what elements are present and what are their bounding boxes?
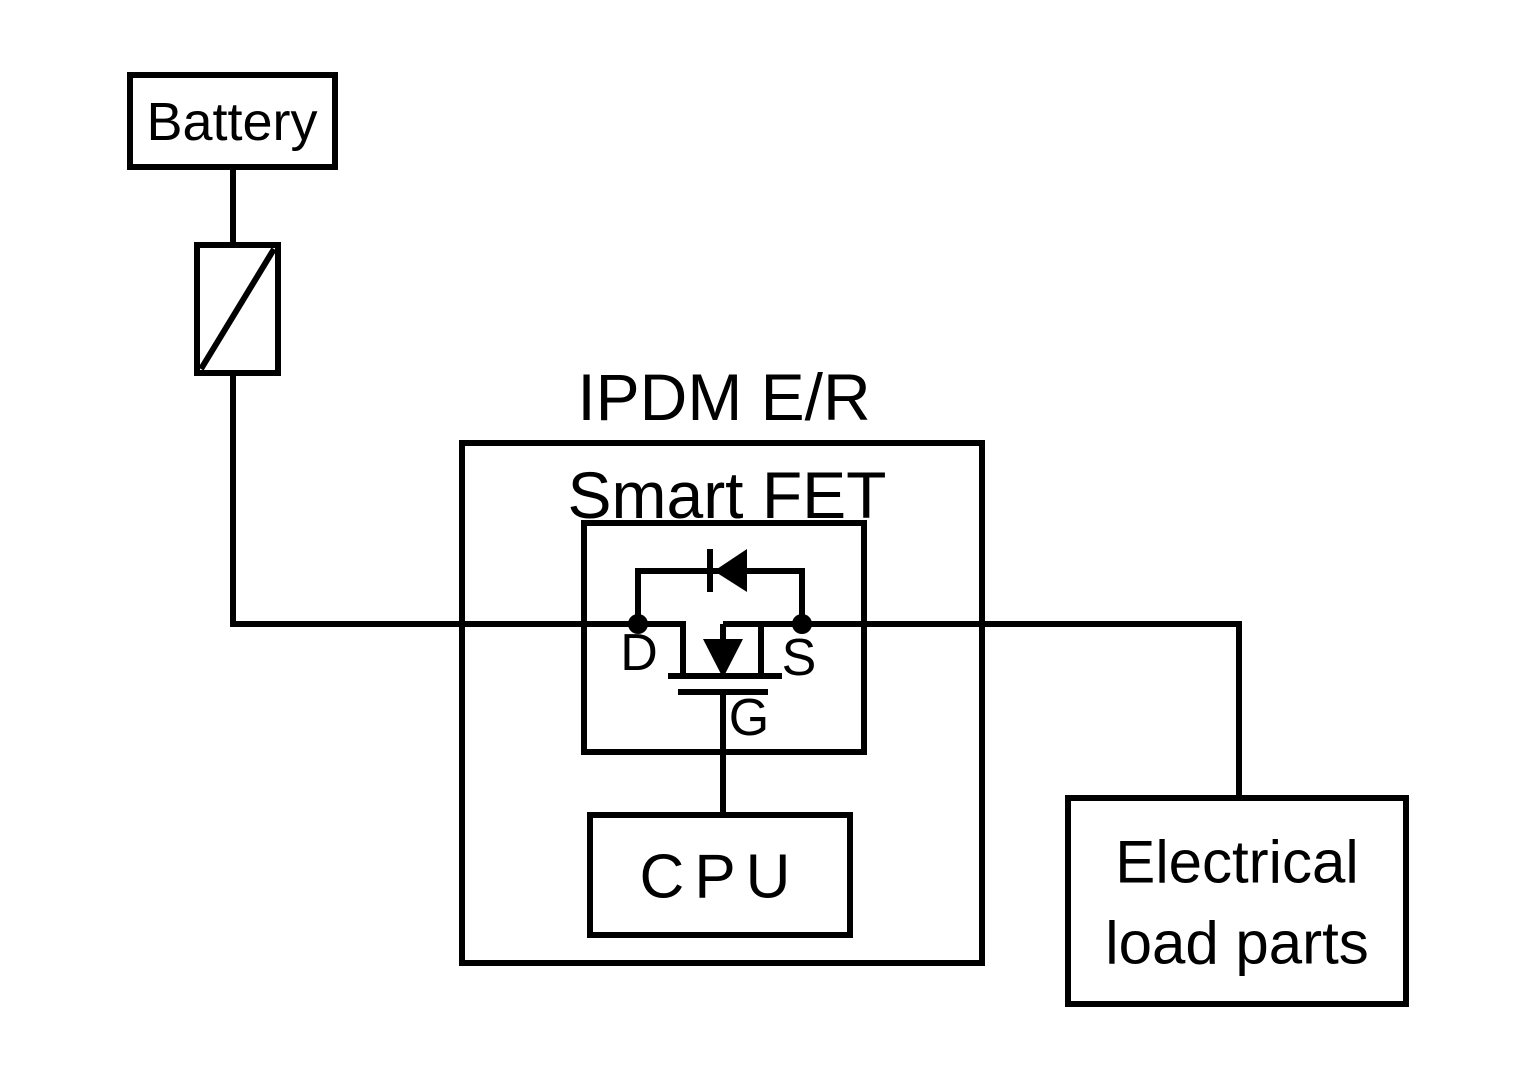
body-diode-loop-wire xyxy=(635,568,805,624)
ipdm-label: IPDM E/R xyxy=(577,360,870,434)
electrical-load-label-line2: load parts xyxy=(1105,910,1369,977)
electrical-load-box xyxy=(1065,795,1409,1007)
gate-label: G xyxy=(729,689,769,747)
diode-arrow xyxy=(714,549,747,592)
junction-dot-source xyxy=(792,614,812,634)
battery-label: Battery xyxy=(146,92,317,152)
mosfet-arrow xyxy=(703,639,743,678)
smart-fet-label: Smart FET xyxy=(567,458,886,532)
cpu-box xyxy=(587,812,853,938)
junction-dot-drain xyxy=(628,614,648,634)
drain-label: D xyxy=(620,624,658,682)
source-label: S xyxy=(782,629,817,687)
electrical-load-label-line1: Electrical xyxy=(1115,829,1358,896)
fuse-diagonal xyxy=(198,247,277,371)
fuse-symbol xyxy=(194,242,281,376)
wire-main-right-to-load xyxy=(723,621,1242,798)
cpu-label: CPU xyxy=(640,843,801,912)
ipdm-box xyxy=(459,440,985,966)
